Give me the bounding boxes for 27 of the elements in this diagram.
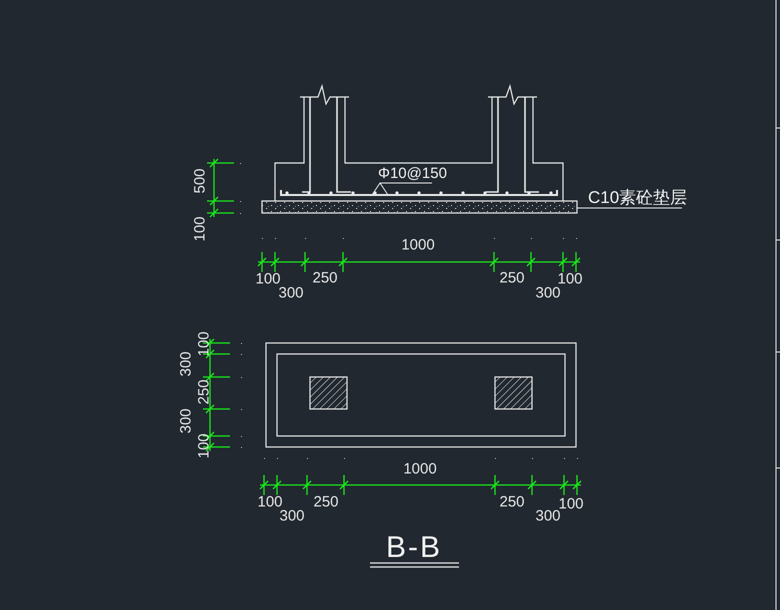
- annotation-text: C10素砼垫层: [588, 189, 688, 206]
- dimension-value: 300: [178, 408, 194, 434]
- dimension-value: 250: [313, 494, 339, 510]
- dimension-value: 300: [178, 351, 194, 377]
- dimension-value: 500: [192, 168, 208, 194]
- dimension-value: 100: [192, 216, 208, 242]
- rebar: [280, 190, 558, 196]
- dimension-value: 100: [558, 496, 584, 512]
- dimension-value: 300: [535, 508, 561, 524]
- dimension-value: 300: [535, 286, 561, 300]
- leader-line: [372, 182, 432, 196]
- dimension-value: 100: [257, 494, 283, 510]
- dimension-value: 250: [196, 379, 212, 405]
- dimension-value: 300: [278, 286, 304, 300]
- dimension-value: 1000: [403, 462, 437, 476]
- dimension-value: 250: [312, 270, 338, 286]
- dimension-value: 1000: [401, 238, 435, 252]
- dimension-value: 100: [255, 272, 281, 286]
- dimension-value: 300: [279, 508, 305, 524]
- dimension-value: 100: [196, 331, 212, 357]
- concrete-cushion-layer: [261, 200, 578, 214]
- dimension-value: 100: [557, 272, 583, 286]
- dimension-value: 250: [499, 270, 525, 286]
- section-title: B-B: [386, 533, 442, 563]
- dimension-value: 250: [499, 494, 525, 510]
- dimension-value: 100: [196, 433, 212, 459]
- annotation-text: Φ10@150: [378, 166, 447, 181]
